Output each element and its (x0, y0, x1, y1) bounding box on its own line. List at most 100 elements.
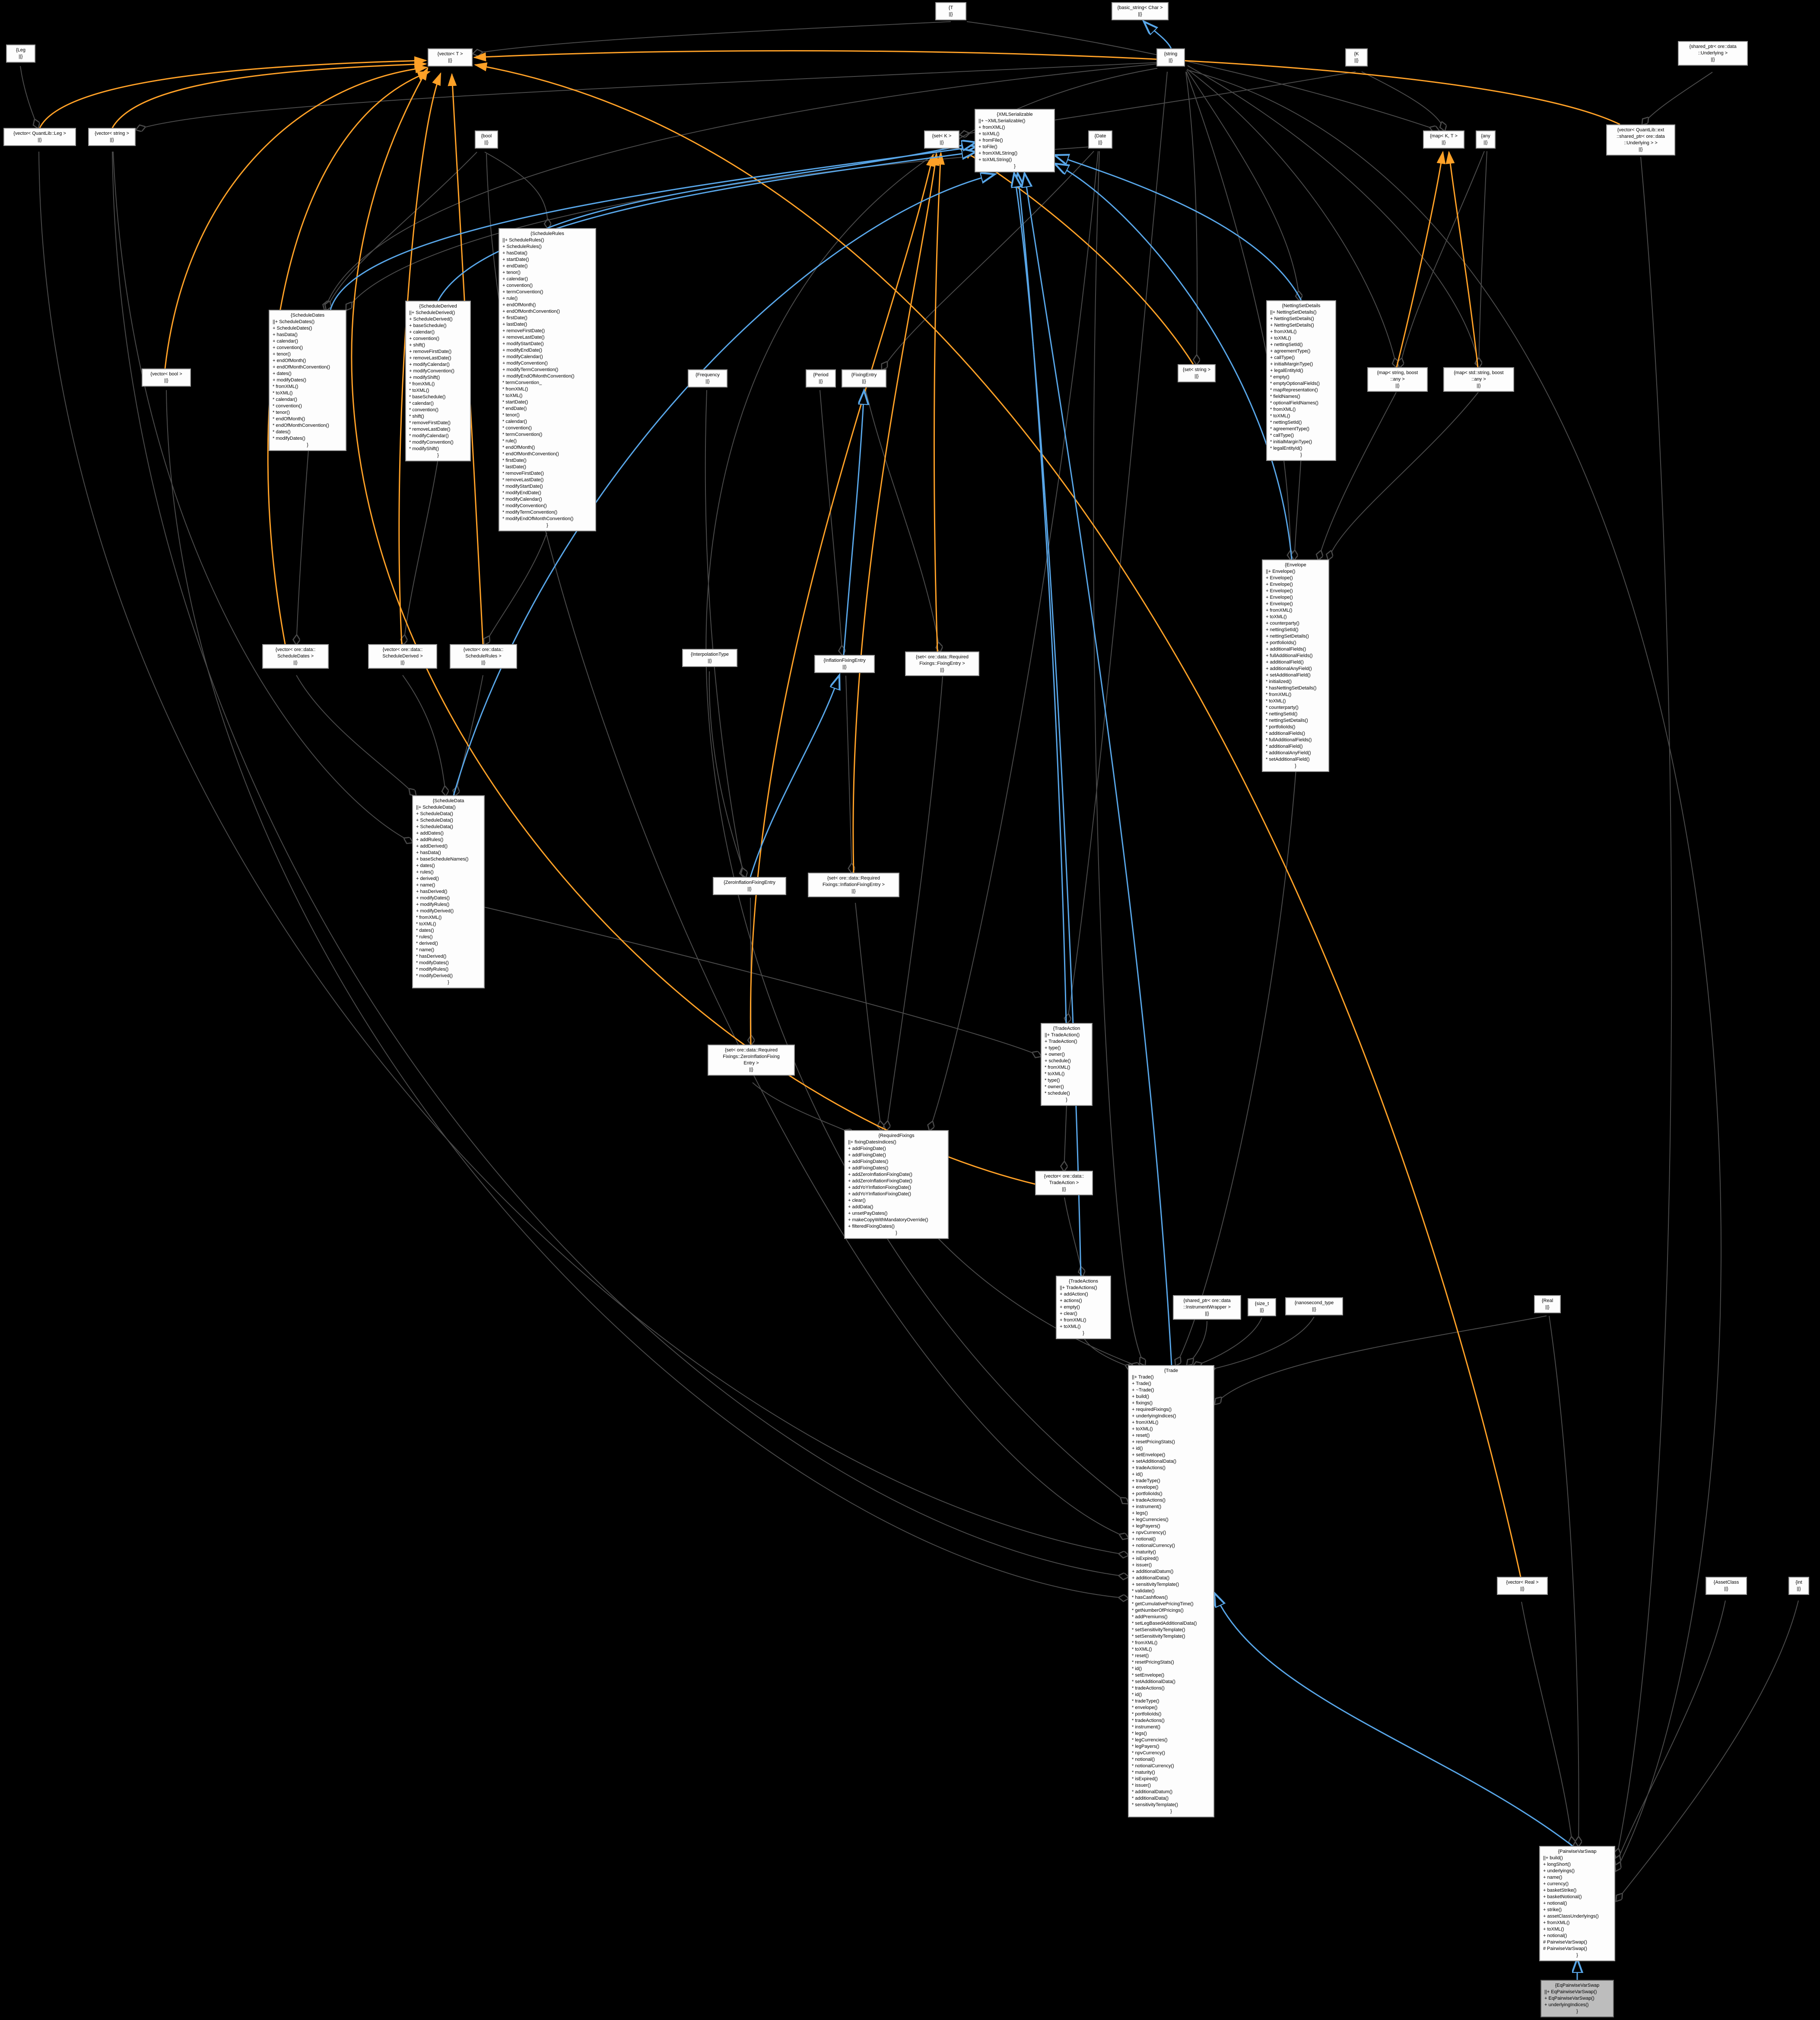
node-title: {Envelope (1285, 562, 1306, 568)
node-close: } (1576, 2009, 1578, 2014)
node-members: ||+ NettingSetDetails() + NettingSetDeta… (1270, 310, 1320, 451)
type-node-vector-t: {vector< T >||} (428, 48, 473, 67)
node-title: {vector< Real > (1506, 1580, 1539, 1585)
node-title: {ScheduleDates (290, 313, 325, 318)
type-node-vector-real: {vector< Real >||} (1497, 1577, 1548, 1595)
node-title: {basic_string< Char > (1117, 5, 1163, 10)
class-node-tradeaction[interactable]: {TradeAction||+ TradeAction() + TradeAct… (1041, 1023, 1093, 1106)
type-node-t: {T||} (935, 2, 966, 20)
node-members: ||} (164, 378, 168, 383)
node-members: ||+ Envelope() + Envelope() + Envelope()… (1266, 569, 1317, 762)
class-node-zeroinflationfixingentry[interactable]: {ZeroInflationFixingEntry||} (713, 877, 786, 895)
node-close: } (1066, 1097, 1067, 1102)
type-node-map-string-any: {map< string, boost::any > ||} (1367, 367, 1428, 392)
type-node-leg: {Leg||} (6, 44, 35, 63)
type-node-int: {int||} (1788, 1577, 1809, 1595)
type-node-shared-ptr-underlying: {shared_ptr< ore::data::Underlying > ||} (1678, 41, 1748, 66)
node-members: ||+ TradeActions() + addAction() + actio… (1060, 1285, 1097, 1329)
node-members: ||} (842, 664, 847, 670)
class-node-eqpairwisevarswap[interactable]: {EqPairwiseVarSwap||+ EqPairwiseVarSwap(… (1540, 1980, 1614, 2017)
type-node-any: {any||} (1476, 130, 1496, 149)
type-node-date: {Date||} (1088, 130, 1112, 149)
node-members: ||+ ScheduleDates() + ScheduleDates() + … (273, 319, 330, 441)
node-close: } (896, 1230, 897, 1236)
node-title: {vector< T > (437, 51, 463, 57)
node-title: {Trade (1164, 1368, 1178, 1373)
class-node-scheduledata[interactable]: {ScheduleData||+ ScheduleData() + Schedu… (412, 795, 485, 988)
node-title: {bool (481, 133, 492, 139)
node-members: ||} (1797, 1586, 1801, 1591)
node-title: {any (1481, 133, 1490, 139)
node-title: {NettingSetDetails (1282, 303, 1321, 308)
class-node-scheduledates[interactable]: {ScheduleDates||+ ScheduleDates() + Sche… (269, 310, 346, 451)
node-title: {int (1795, 1580, 1802, 1585)
node-close: } (1300, 452, 1302, 457)
node-close: } (1170, 1809, 1172, 1814)
class-node-schedulerules[interactable]: {ScheduleRules||+ ScheduleRules() + Sche… (499, 228, 596, 531)
node-close: } (546, 523, 548, 528)
node-members: ||+ build() + longShort() + underlyings(… (1543, 1855, 1599, 1951)
type-node-basic-string: {basic_string< Char >||} (1112, 2, 1169, 20)
type-node-set-string: {set< string >||} (1178, 364, 1216, 382)
type-node-assetclass: {AssetClass||} (1706, 1577, 1747, 1595)
node-title: {vector< ore::data:: (275, 647, 316, 652)
class-node-schedulederived[interactable]: {ScheduleDerived||+ ScheduleDerived() + … (405, 301, 471, 461)
node-close: } (1295, 763, 1296, 769)
node-title: {vector< string > (95, 131, 129, 136)
type-node-k: {K||} (1345, 48, 1368, 67)
node-members: ||+ fixingDatesIndices() + addFixingDate… (848, 1140, 928, 1229)
node-title: {PairwiseVarSwap (1558, 1849, 1597, 1854)
node-title: {Date (1094, 133, 1106, 139)
node-members: ::Underlying > ||} (1698, 51, 1728, 62)
node-members: ::shared_ptr< ore::data ::Underlying > >… (1617, 134, 1665, 152)
node-members: ScheduleDates > ||} (277, 654, 314, 665)
node-members: ScheduleDerived > ||} (382, 654, 423, 665)
node-title: {shared_ptr< ore::data (1183, 1298, 1231, 1303)
class-node-pairwisevarswap[interactable]: {PairwiseVarSwap||+ build() + longShort(… (1539, 1846, 1615, 1961)
node-members: ||} (1354, 58, 1359, 63)
node-title: {vector< QuantLib::ext (1617, 127, 1664, 133)
node-title: {ScheduleRules (530, 231, 564, 236)
node-close: } (1014, 164, 1016, 169)
node-members: ||+ ~XMLSerializable() + fromXML() + toX… (978, 118, 1026, 162)
class-node-fixingentry[interactable]: {FixingEntry||} (842, 369, 886, 387)
node-title: {set< string > (1182, 367, 1211, 372)
node-title: {set< ore::data::Required (725, 1048, 778, 1053)
node-members: ||} (1520, 1586, 1525, 1591)
class-node-envelope[interactable]: {Envelope||+ Envelope() + Envelope() + E… (1262, 559, 1329, 772)
node-title: {InflationFixingEntry (823, 658, 866, 663)
type-node-frequency: {Frequency||} (688, 369, 727, 387)
node-members: ||} (1260, 1308, 1264, 1313)
class-node-xmlserializable[interactable]: {XMLSerializable||+ ~XMLSerializable() +… (975, 109, 1055, 172)
node-title: {Real (1541, 1298, 1553, 1303)
node-members: ||+ ScheduleData() + ScheduleData() + Sc… (416, 805, 469, 978)
node-members: ||+ EqPairwiseVarSwap() + EqPairwiseVarS… (1544, 1989, 1597, 2007)
type-node-vector-tradeaction: {vector< ore::data::TradeAction > ||} (1035, 1171, 1093, 1195)
node-title: {vector< QuantLib::Leg > (13, 131, 66, 136)
node-members: ||} (705, 379, 710, 384)
node-title: {TradeAction (1053, 1026, 1080, 1031)
class-node-trade[interactable]: {Trade||+ Trade() + Trade() + ~Trade() +… (1128, 1365, 1214, 1817)
node-members: TradeAction > ||} (1049, 1180, 1079, 1192)
class-node-requiredfixings[interactable]: {RequiredFixings||+ fixingDatesIndices()… (844, 1130, 949, 1239)
node-members: ScheduleRules > ||} (465, 654, 502, 665)
type-node-size-t: {size_t ||} (1248, 1298, 1276, 1316)
node-title: {vector< ore::data:: (1044, 1174, 1084, 1179)
node-members: ||} (862, 379, 866, 384)
type-node-vector-shared-underlying: {vector< QuantLib::ext::shared_ptr< ore:… (1606, 124, 1675, 156)
node-members: ||} (940, 140, 944, 145)
node-members: ||} (1312, 1307, 1316, 1312)
type-node-interpolationtype: {InterpolationType||} (682, 649, 737, 667)
node-title: {size_t (1255, 1301, 1269, 1306)
node-members: ||+ ScheduleDerived() + ScheduleDerived(… (409, 310, 455, 451)
class-node-nettingsetdetails[interactable]: {NettingSetDetails ||+ NettingSetDetails(… (1266, 300, 1336, 461)
node-close: } (1083, 1331, 1084, 1336)
class-node-inflationfixingentry[interactable]: {InflationFixingEntry||} (814, 655, 875, 673)
node-close: } (1576, 1953, 1578, 1958)
class-node-tradeactions[interactable]: {TradeActions||+ TradeActions() + addAct… (1056, 1276, 1111, 1339)
node-members: Fixings::FixingEntry > ||} (919, 661, 965, 673)
node-members: ||} (110, 137, 114, 143)
node-title: {map< string, boost (1377, 370, 1418, 375)
type-node-map-stdstring-any: {map< std::string, boost::any > ||} (1443, 367, 1514, 392)
